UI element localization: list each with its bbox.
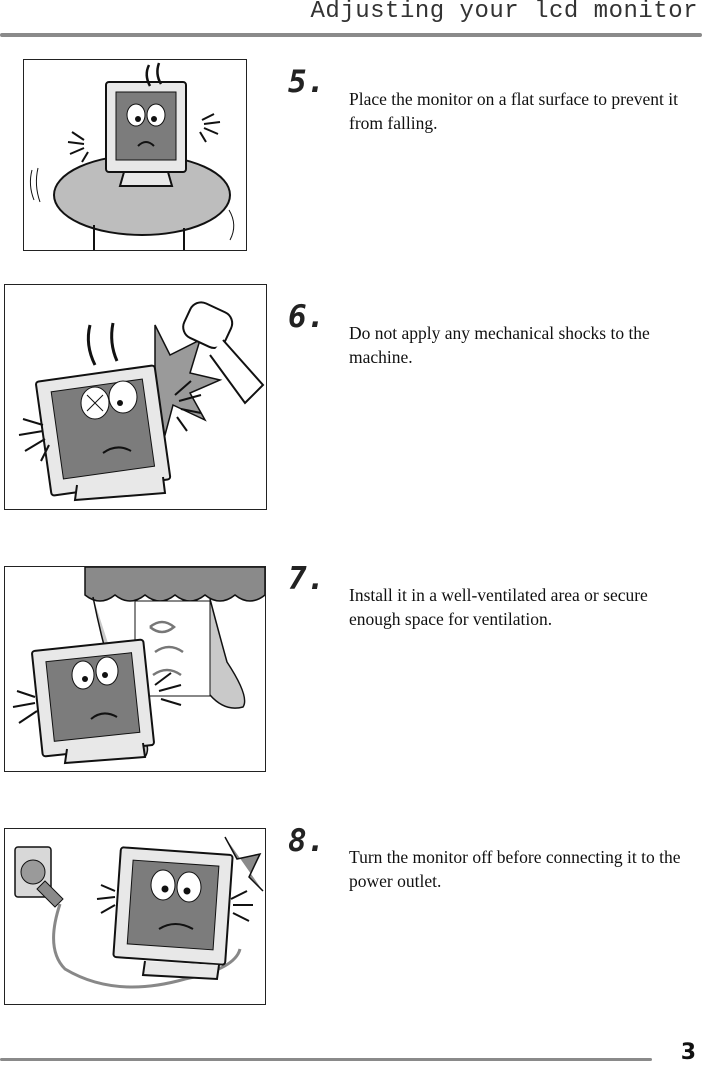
step-5-number: 5.: [288, 64, 326, 100]
step-7-text: Install it in a well-ventilated area or …: [349, 585, 648, 629]
page-header-title: Adjusting your lcd monitor: [310, 0, 698, 25]
header-rule: [0, 33, 702, 37]
step-6-number: 6.: [288, 299, 326, 335]
step-6-text: Do not apply any mechanical shocks to th…: [349, 323, 650, 367]
step-8-text: Turn the monitor off before connecting i…: [349, 847, 681, 891]
page-number: 3: [680, 1040, 696, 1065]
monitor-power-plug-illustration: [4, 828, 266, 1005]
footer-rule: [0, 1058, 652, 1061]
monitor-on-table-illustration: [23, 59, 247, 251]
monitor-near-window-illustration: [4, 566, 266, 772]
step-7-number: 7.: [288, 561, 326, 597]
step-8-number: 8.: [288, 823, 326, 859]
monitor-being-hit-illustration: [4, 284, 267, 510]
step-5-text: Place the monitor on a flat surface to p…: [349, 89, 678, 133]
